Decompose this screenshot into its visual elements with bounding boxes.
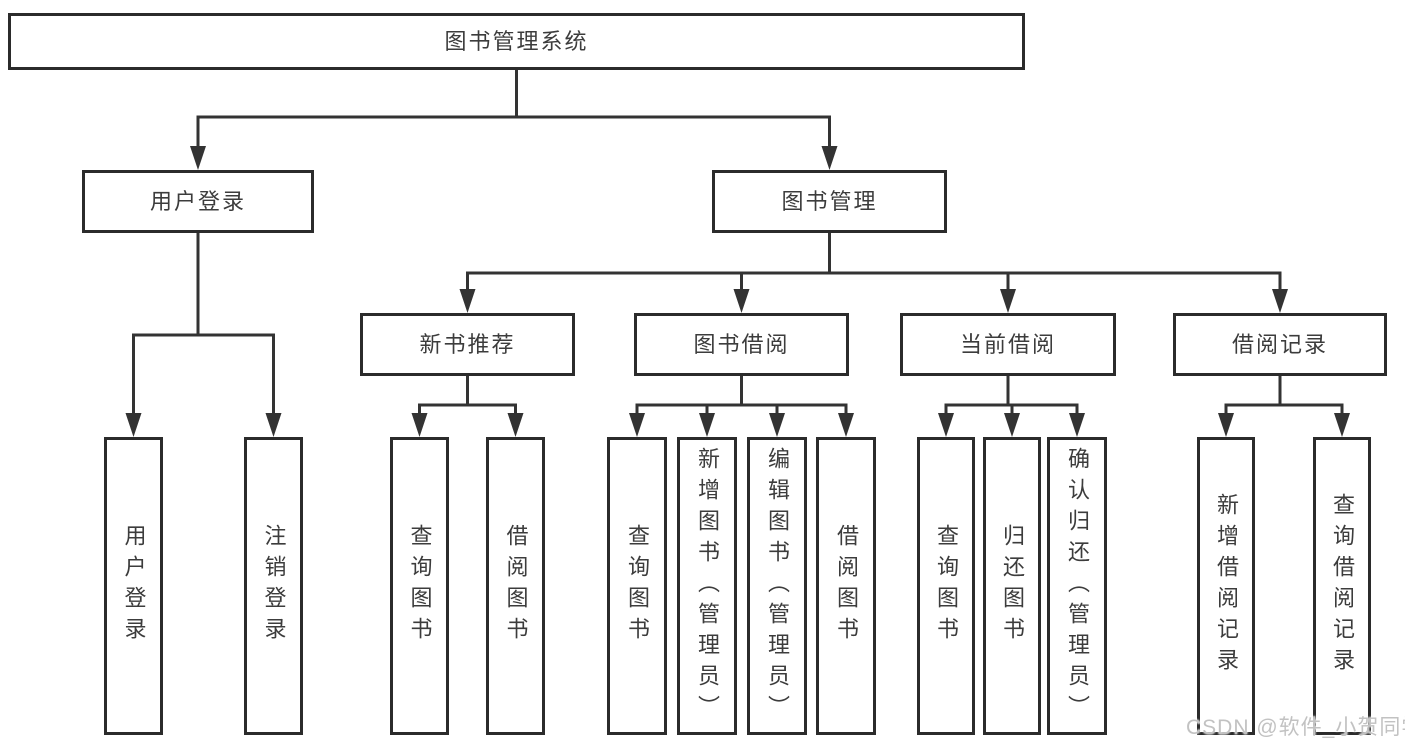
arrowhead bbox=[733, 289, 750, 313]
leaf-borrowing-query-books: 查询图书 bbox=[607, 437, 667, 735]
arrowhead bbox=[769, 413, 785, 437]
leaf-logout: 注销登录 bbox=[244, 437, 303, 735]
node-root: 图书管理系统 bbox=[8, 13, 1025, 70]
leaf-borrowing-add-books-admin-label: 新增图书（管理员） bbox=[695, 446, 720, 726]
leaf-recommend-borrow-books-label: 借阅图书 bbox=[503, 524, 529, 648]
arrowhead bbox=[1334, 413, 1350, 437]
arrowhead bbox=[1218, 413, 1234, 437]
arrowhead bbox=[265, 413, 282, 437]
arrowhead bbox=[1000, 289, 1016, 313]
arrowhead bbox=[821, 146, 838, 170]
leaf-recommend-query-books: 查询图书 bbox=[390, 437, 449, 735]
arrowhead bbox=[1272, 289, 1288, 313]
leaf-borrowing-query-books-label: 查询图书 bbox=[625, 524, 650, 648]
leaf-current-return-books-label: 归还图书 bbox=[1000, 524, 1025, 648]
arrowhead bbox=[1069, 413, 1085, 437]
leaf-user-login: 用户登录 bbox=[104, 437, 163, 735]
leaf-current-confirm-return-admin: 确认归还（管理员） bbox=[1047, 437, 1107, 735]
leaf-current-query-books-label: 查询图书 bbox=[934, 524, 959, 648]
leaf-current-return-books: 归还图书 bbox=[983, 437, 1041, 735]
node-book-borrowing: 图书借阅 bbox=[634, 313, 849, 376]
node-borrowing-records: 借阅记录 bbox=[1173, 313, 1387, 376]
arrowhead bbox=[699, 413, 715, 437]
leaf-records-query-record: 查询借阅记录 bbox=[1313, 437, 1371, 735]
leaf-borrowing-borrow-books-label: 借阅图书 bbox=[834, 524, 859, 648]
arrowhead bbox=[629, 413, 645, 437]
leaf-logout-label: 注销登录 bbox=[261, 524, 287, 648]
watermark: CSDN @软件_小贺同学 bbox=[1186, 716, 1405, 739]
node-new-book-recommend: 新书推荐 bbox=[360, 313, 575, 376]
leaf-borrowing-edit-books-admin: 编辑图书（管理员） bbox=[747, 437, 807, 735]
node-new-book-recommend-label: 新书推荐 bbox=[419, 331, 516, 357]
leaf-records-add-record: 新增借阅记录 bbox=[1197, 437, 1255, 735]
leaf-recommend-query-books-label: 查询图书 bbox=[407, 524, 433, 648]
leaf-borrowing-edit-books-admin-label: 编辑图书（管理员） bbox=[765, 446, 790, 726]
leaf-records-add-record-label: 新增借阅记录 bbox=[1214, 493, 1239, 679]
leaf-current-confirm-return-admin-label: 确认归还（管理员） bbox=[1065, 446, 1090, 726]
node-user-login-label: 用户登录 bbox=[149, 188, 246, 214]
node-book-borrowing-label: 图书借阅 bbox=[693, 331, 790, 357]
node-current-borrowing-label: 当前借阅 bbox=[959, 331, 1056, 357]
arrowhead bbox=[190, 146, 206, 170]
leaf-borrowing-add-books-admin: 新增图书（管理员） bbox=[677, 437, 737, 735]
arrowhead bbox=[838, 413, 854, 437]
node-borrowing-records-label: 借阅记录 bbox=[1231, 331, 1328, 357]
arrowhead bbox=[459, 289, 476, 313]
node-current-borrowing: 当前借阅 bbox=[900, 313, 1116, 376]
arrowhead bbox=[411, 413, 428, 437]
arrowhead bbox=[125, 413, 142, 437]
leaf-user-login-label: 用户登录 bbox=[121, 524, 147, 648]
arrowhead bbox=[938, 413, 954, 437]
arrowhead bbox=[507, 413, 524, 437]
node-book-management-label: 图书管理 bbox=[781, 188, 878, 214]
leaf-recommend-borrow-books: 借阅图书 bbox=[486, 437, 545, 735]
leaf-records-query-record-label: 查询借阅记录 bbox=[1330, 493, 1355, 679]
node-book-management: 图书管理 bbox=[712, 170, 947, 233]
arrowhead bbox=[1004, 413, 1020, 437]
node-root-label: 图书管理系统 bbox=[444, 28, 589, 54]
node-user-login: 用户登录 bbox=[82, 170, 314, 233]
leaf-current-query-books: 查询图书 bbox=[917, 437, 975, 735]
leaf-borrowing-borrow-books: 借阅图书 bbox=[816, 437, 876, 735]
